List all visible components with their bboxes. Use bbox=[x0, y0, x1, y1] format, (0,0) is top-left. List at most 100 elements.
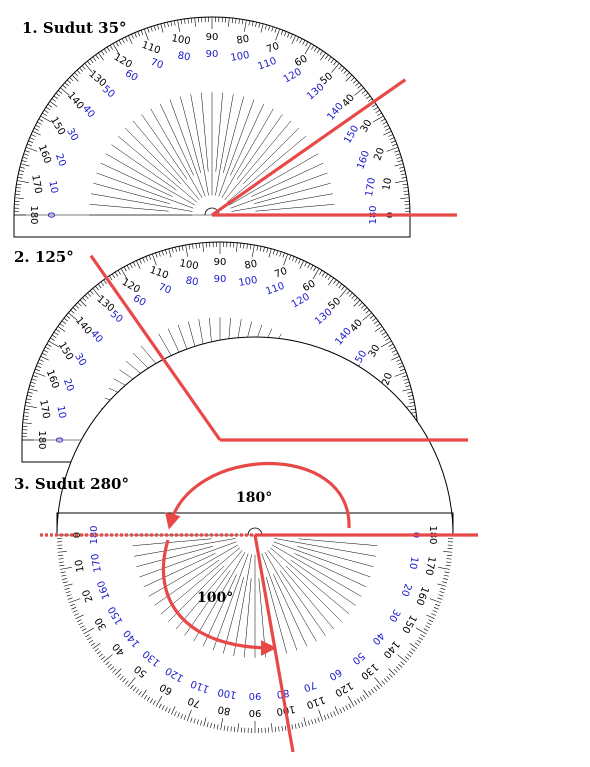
degree-tick bbox=[360, 304, 366, 309]
degree-tick bbox=[98, 653, 104, 658]
degree-tick bbox=[69, 77, 74, 82]
degree-tick bbox=[84, 294, 89, 300]
degree-tick bbox=[444, 571, 450, 574]
inner-scale-label: 140 bbox=[122, 627, 143, 649]
degree-tick bbox=[357, 698, 361, 704]
degree-tick bbox=[410, 648, 416, 652]
degree-tick bbox=[410, 408, 416, 411]
radial-guide bbox=[233, 554, 252, 656]
degree-tick bbox=[230, 726, 232, 732]
degree-tick bbox=[342, 706, 346, 712]
degree-tick bbox=[53, 331, 59, 336]
radial-guide bbox=[224, 120, 292, 200]
degree-tick bbox=[388, 134, 394, 137]
degree-tick bbox=[17, 176, 23, 179]
degree-tick bbox=[158, 703, 162, 709]
degree-tick bbox=[135, 688, 140, 694]
degree-tick bbox=[55, 329, 61, 333]
degree-tick bbox=[437, 583, 447, 587]
degree-tick bbox=[62, 581, 68, 584]
degree-tick bbox=[288, 255, 292, 260]
degree-tick bbox=[92, 56, 97, 62]
inner-scale-label: 30 bbox=[386, 607, 402, 624]
degree-tick bbox=[80, 625, 85, 629]
degree-tick bbox=[35, 124, 41, 128]
degree-tick bbox=[87, 60, 91, 66]
degree-tick bbox=[53, 95, 59, 100]
degree-tick bbox=[377, 112, 382, 116]
degree-tick bbox=[319, 270, 323, 275]
degree-tick bbox=[96, 650, 102, 655]
degree-tick bbox=[76, 619, 82, 623]
degree-tick bbox=[371, 317, 377, 322]
outer-scale-label: 150 bbox=[399, 613, 418, 635]
degree-tick bbox=[151, 253, 157, 266]
inner-scale-label: 130 bbox=[141, 648, 163, 669]
degree-tick bbox=[355, 82, 360, 87]
inner-scale-label: 180 bbox=[89, 525, 100, 544]
degree-tick bbox=[409, 401, 415, 404]
degree-tick bbox=[178, 246, 181, 252]
degree-tick bbox=[142, 257, 145, 263]
degree-tick bbox=[65, 591, 71, 594]
degree-tick bbox=[354, 700, 358, 705]
radial-guide bbox=[255, 204, 335, 212]
outer-scale-label: 100 bbox=[171, 33, 192, 47]
degree-tick bbox=[70, 309, 75, 314]
degree-tick bbox=[385, 337, 390, 341]
radial-guide bbox=[279, 570, 326, 636]
degree-tick bbox=[263, 247, 265, 253]
degree-tick bbox=[359, 696, 364, 702]
degree-tick bbox=[112, 668, 117, 673]
outer-scale-label: 80 bbox=[244, 259, 258, 272]
degree-tick bbox=[15, 194, 21, 196]
outer-scale-label: 40 bbox=[111, 641, 128, 658]
degree-tick bbox=[405, 385, 411, 388]
degree-tick bbox=[314, 46, 318, 52]
degree-tick bbox=[353, 297, 358, 302]
inner-scale-label: 120 bbox=[164, 664, 186, 683]
degree-tick bbox=[400, 173, 406, 176]
degree-tick bbox=[350, 77, 355, 82]
degree-tick bbox=[206, 722, 209, 728]
degree-tick bbox=[403, 187, 409, 189]
radial-guide bbox=[117, 135, 197, 203]
outer-scale-label: 30 bbox=[93, 615, 109, 632]
radial-guide bbox=[231, 193, 333, 212]
radial-guide bbox=[223, 96, 245, 173]
degree-tick bbox=[244, 19, 247, 32]
degree-tick bbox=[175, 247, 177, 253]
degree-tick bbox=[74, 304, 80, 309]
degree-tick bbox=[134, 32, 137, 38]
degree-tick bbox=[89, 58, 94, 64]
outer-scale-label: 170 bbox=[37, 399, 51, 420]
radial-guide bbox=[254, 182, 331, 204]
degree-tick bbox=[155, 252, 158, 258]
degree-tick bbox=[71, 74, 79, 82]
degree-tick bbox=[76, 69, 81, 75]
degree-tick bbox=[407, 395, 413, 397]
radial-guide bbox=[89, 204, 169, 212]
degree-tick bbox=[432, 610, 438, 613]
degree-tick bbox=[28, 140, 34, 143]
degree-tick bbox=[374, 677, 383, 687]
degree-tick bbox=[368, 690, 372, 696]
degree-tick bbox=[47, 104, 53, 108]
radial-guide bbox=[229, 153, 319, 206]
radial-guide bbox=[91, 193, 193, 212]
degree-tick bbox=[327, 713, 330, 719]
radial-guide bbox=[230, 172, 328, 209]
radial-guide bbox=[273, 574, 308, 647]
degree-tick bbox=[231, 18, 233, 24]
degree-tick bbox=[192, 243, 194, 249]
degree-tick bbox=[291, 724, 294, 730]
inner-scale-label: 70 bbox=[302, 678, 318, 693]
degree-tick bbox=[64, 587, 70, 590]
protractor-1: 0180101702016030150401405013060120701108… bbox=[13, 16, 411, 238]
degree-tick bbox=[391, 356, 400, 361]
degree-tick bbox=[301, 722, 304, 728]
degree-tick bbox=[19, 170, 25, 172]
radial-guide bbox=[190, 94, 209, 196]
degree-tick bbox=[22, 422, 32, 424]
degree-tick bbox=[87, 292, 92, 297]
